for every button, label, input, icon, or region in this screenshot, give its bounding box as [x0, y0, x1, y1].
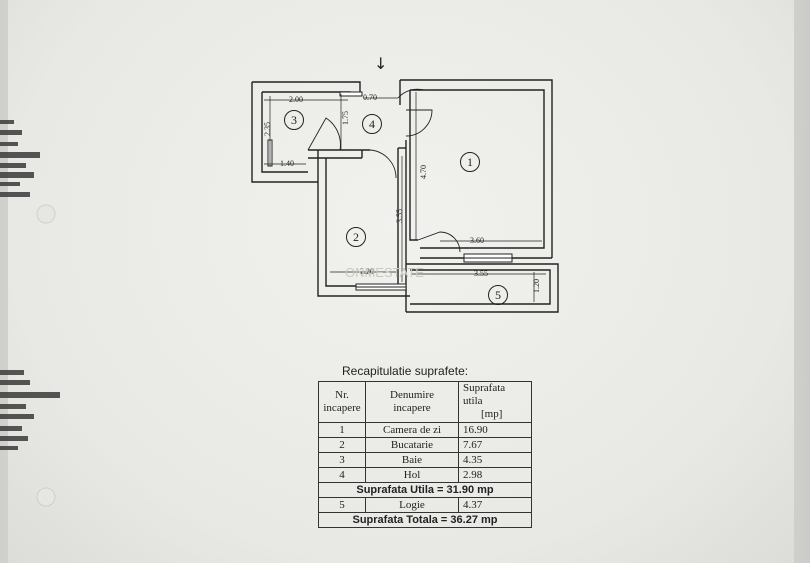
- room-number-1: 1: [460, 152, 480, 172]
- watermark: ONMESTATE: [345, 265, 424, 280]
- utila-total-row: Suprafata Utila = 31.90 mp: [318, 481, 532, 498]
- dim-label: 2.00: [289, 95, 303, 104]
- entrance-arrow-icon: ↓: [374, 54, 388, 73]
- room-number-3: 3: [284, 110, 304, 130]
- room-number-4: 4: [362, 114, 382, 134]
- table-row: 2 Bucatarie 7.67: [318, 436, 532, 453]
- table-row: 4 Hol 2.98: [318, 466, 532, 483]
- summary-title: Recapitulatie suprafete:: [342, 364, 469, 378]
- room-number-2: 2: [346, 227, 366, 247]
- room-number-5: 5: [488, 285, 508, 305]
- header-nr: Nr.incapere: [318, 381, 366, 423]
- header-area: Suprafata utila[mp]: [458, 381, 532, 423]
- dim-label: 2.20: [360, 267, 374, 276]
- dim-label: 2.35: [263, 122, 272, 136]
- dim-label: 3.55: [395, 209, 404, 223]
- table-row: 3 Baie 4.35: [318, 451, 532, 468]
- dim-label: 1.75: [341, 111, 350, 125]
- dim-label: 3.55: [474, 269, 488, 278]
- dim-label: 4.70: [419, 165, 428, 179]
- dim-label: 1.20: [532, 279, 541, 293]
- dim-label: 0.70: [363, 93, 377, 102]
- table-row: 1 Camera de zi 16.90: [318, 421, 532, 438]
- dim-label: 3.60: [470, 236, 484, 245]
- dim-label: 1.40: [280, 159, 294, 168]
- grand-total-row: Suprafata Totala = 36.27 mp: [318, 511, 532, 528]
- table-row: 5 Logie 4.37: [318, 496, 532, 513]
